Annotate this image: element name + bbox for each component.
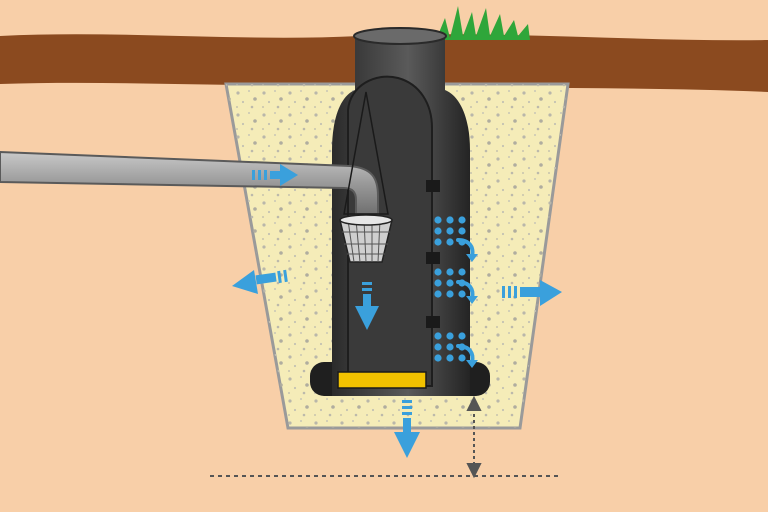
- perforation-hole: [446, 332, 454, 340]
- perforation-hole: [434, 216, 442, 224]
- perforation-hole: [434, 332, 442, 340]
- perforation-hole: [458, 216, 466, 224]
- perforation-hole: [434, 354, 442, 362]
- perforation-hole: [434, 343, 442, 351]
- perforation-hole: [434, 290, 442, 298]
- downflow-arrow-icon: [355, 282, 379, 330]
- perforation-hole: [458, 227, 466, 235]
- filter-basket-icon: [339, 91, 393, 263]
- perforation-hole: [434, 238, 442, 246]
- filter-layer: [337, 371, 427, 389]
- perforation-hole: [458, 332, 466, 340]
- perforation-hole: [446, 216, 454, 224]
- inflow-arrow-icon: [252, 164, 298, 186]
- perforation-hole: [434, 279, 442, 287]
- perforation-hole: [434, 227, 442, 235]
- depth-dimension-icon: [466, 395, 482, 479]
- grass-icon: [436, 6, 530, 40]
- shaft-side-slots: [426, 180, 440, 328]
- perforation-hole: [446, 354, 454, 362]
- perforation-hole: [446, 238, 454, 246]
- perforation-hole: [446, 343, 454, 351]
- perforation-hole: [446, 279, 454, 287]
- perforation-hole: [446, 227, 454, 235]
- perforation-hole: [446, 290, 454, 298]
- perforation-hole: [458, 268, 466, 276]
- shaft-top-rim: [353, 27, 447, 45]
- perforation-hole: [458, 290, 466, 298]
- outflow-arrow-icon: [232, 269, 562, 458]
- perforation-hole: [458, 354, 466, 362]
- perforation-hole: [446, 268, 454, 276]
- perforation-hole: [434, 268, 442, 276]
